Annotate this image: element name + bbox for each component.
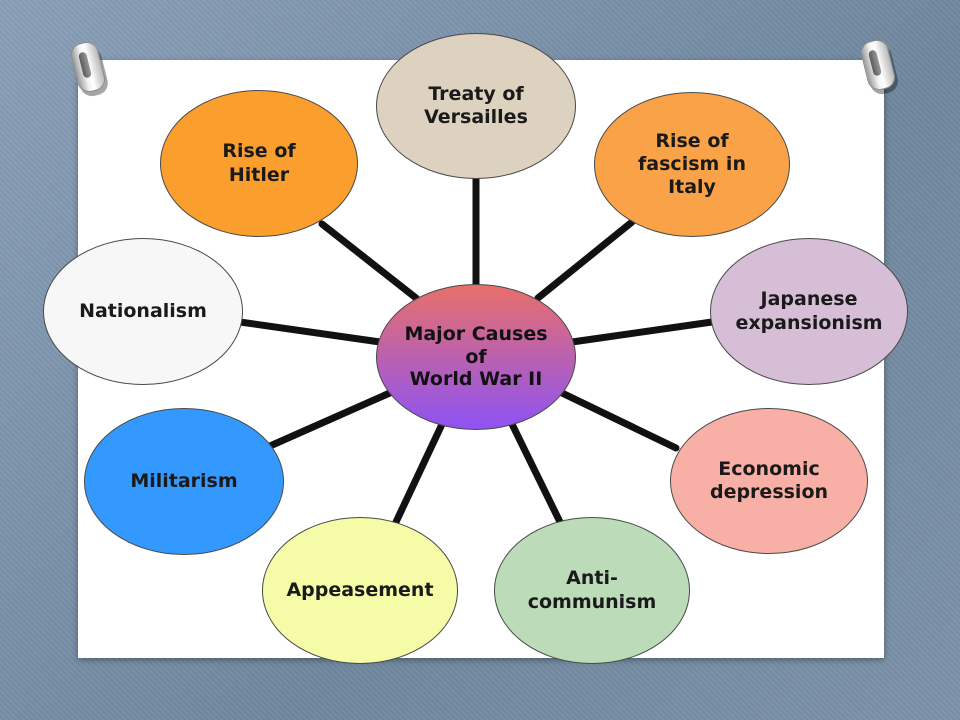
connector-rise-of-fascism-in-italy [534,218,636,302]
node-label: Rise of Hitler [222,140,296,186]
node-label: Japanese expansionism [735,288,883,334]
node-economic-depression: Economic depression [670,408,868,554]
center-node: Major Causes of World War II [376,284,576,430]
connector-appeasement [392,416,448,526]
node-label: Rise of fascism in Italy [638,129,746,199]
node-label: Anti- communism [527,567,657,613]
node-label: Nationalism [79,299,207,322]
connector-economic-depression [556,388,680,452]
node-nationalism: Nationalism [43,238,243,385]
node-anti-communism: Anti- communism [494,517,690,664]
node-rise-of-fascism-in-italy: Rise of fascism in Italy [594,92,790,237]
connector-rise-of-hitler [318,220,420,302]
node-label: Militarism [130,469,238,492]
node-rise-of-hitler: Rise of Hitler [160,90,358,237]
node-appeasement: Appeasement [262,517,458,664]
node-label: Treaty of Versailles [424,82,528,128]
center-label: Major Causes of World War II [404,322,548,391]
node-militarism: Militarism [84,408,284,555]
connector-japanese-expansionism [568,318,716,346]
node-japanese-expansionism: Japanese expansionism [710,238,908,385]
node-label: Appeasement [286,578,434,601]
node-treaty-of-versailles: Treaty of Versailles [376,33,576,179]
connector-anti-communism [506,416,564,526]
connector-nationalism [236,318,384,346]
connector-militarism [266,388,396,450]
node-label: Economic depression [709,457,829,503]
